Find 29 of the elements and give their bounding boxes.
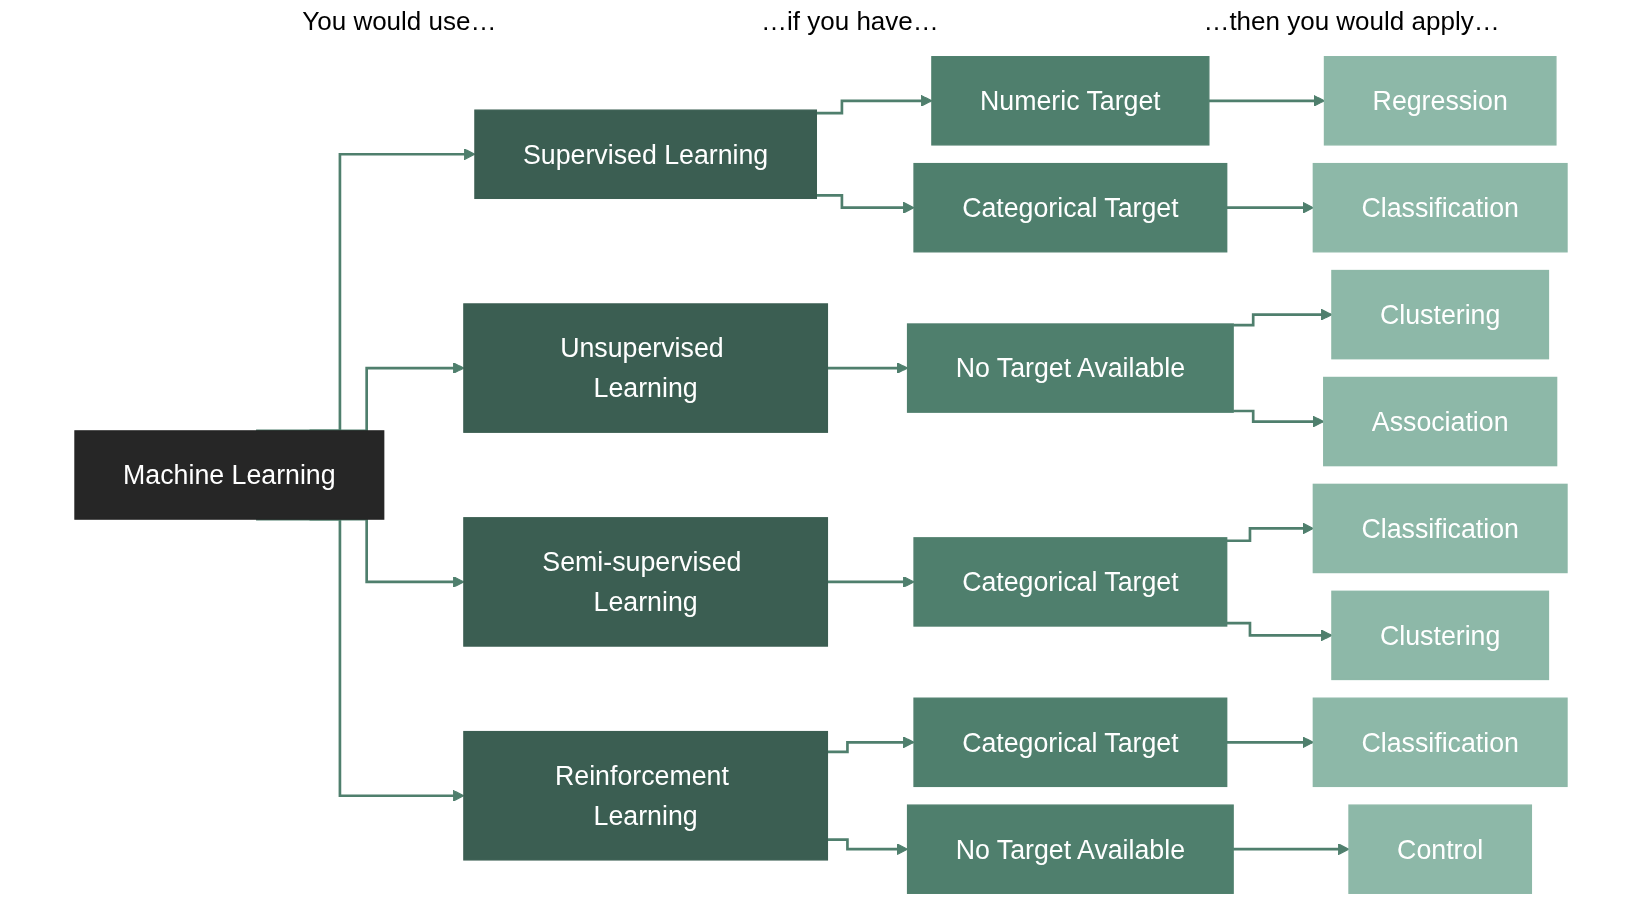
node-box: Association bbox=[1323, 376, 1558, 467]
arrow bbox=[1226, 201, 1314, 214]
arrow bbox=[1226, 736, 1314, 749]
node-box: Clustering bbox=[1331, 269, 1550, 360]
column-heading: …then you would apply… bbox=[1203, 6, 1500, 38]
node-box: Classification bbox=[1312, 162, 1568, 253]
node-box: Classification bbox=[1312, 697, 1568, 788]
arrow bbox=[1208, 94, 1325, 107]
arrow bbox=[1226, 522, 1314, 543]
node-box: Machine Learning bbox=[74, 430, 385, 520]
node-box: Categorical Target bbox=[913, 537, 1228, 627]
column-heading: …if you have… bbox=[761, 6, 939, 38]
node-box: Control bbox=[1348, 804, 1533, 894]
arrow bbox=[816, 194, 915, 214]
arrow bbox=[827, 576, 915, 588]
node-box: Regression bbox=[1323, 56, 1557, 146]
node-box: Reinforcement Learning bbox=[463, 730, 829, 861]
node-box: Numeric Target bbox=[931, 56, 1210, 146]
node-box: Classification bbox=[1312, 483, 1568, 574]
node-box: Unsupervised Learning bbox=[463, 303, 829, 433]
node-box: No Target Available bbox=[906, 804, 1234, 894]
node-box: No Target Available bbox=[906, 323, 1234, 413]
node-box: Categorical Target bbox=[913, 697, 1228, 788]
node-box: Supervised Learning bbox=[474, 109, 817, 200]
node-box: Categorical Target bbox=[913, 162, 1228, 253]
node-box: Semi-supervised Learning bbox=[463, 517, 829, 647]
node-box: Clustering bbox=[1331, 590, 1550, 681]
column-heading: You would use… bbox=[302, 6, 497, 38]
arrow bbox=[827, 736, 915, 754]
